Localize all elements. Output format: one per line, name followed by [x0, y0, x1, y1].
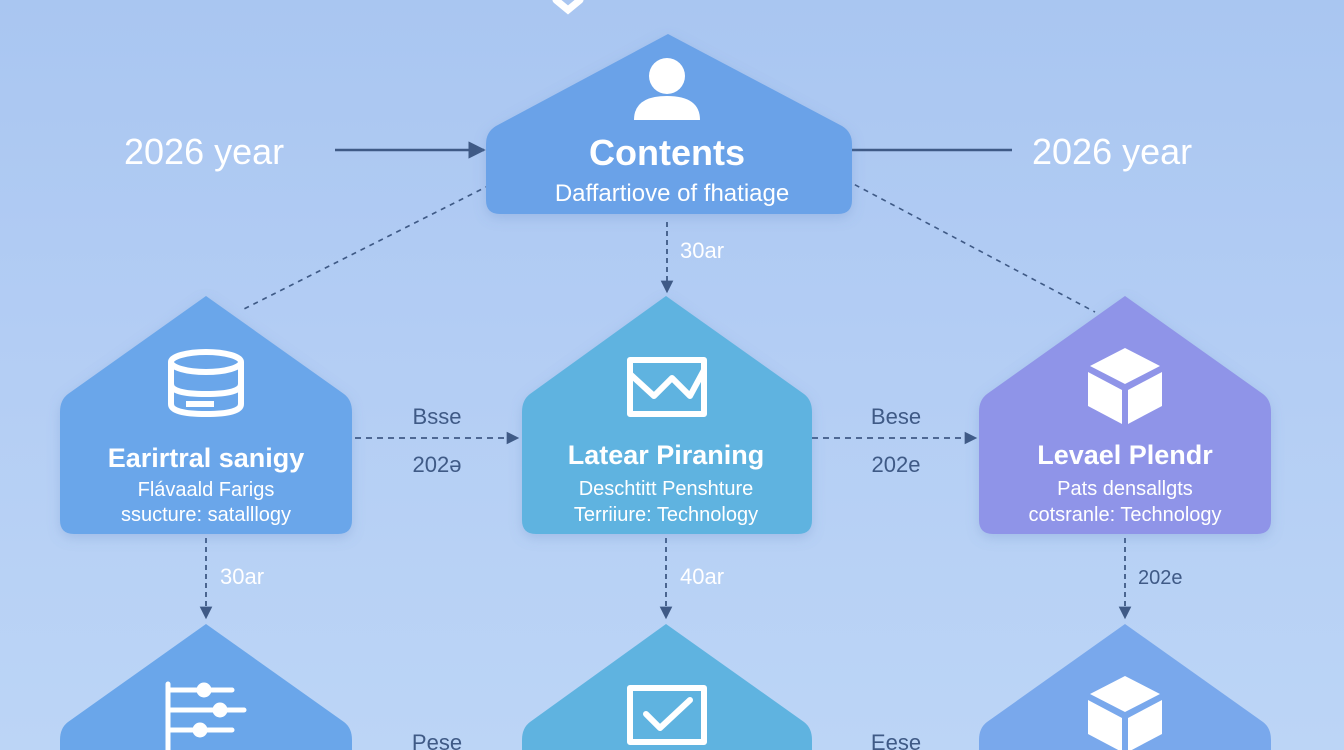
- database-icon: [168, 349, 244, 417]
- edge-label-left-down: 30ar: [220, 564, 264, 589]
- node-left-title: Earirtral sanigy: [108, 443, 305, 473]
- node-right-shape: [979, 296, 1271, 534]
- edge-label-left-center-top: Bsse: [413, 404, 462, 429]
- node-right-title: Levael Plendr: [1037, 440, 1213, 470]
- edge-label-bottom-left: Pese: [412, 730, 462, 750]
- partial-title-glyph: [552, 0, 584, 15]
- node-bottom-right: [979, 624, 1271, 750]
- node-contents-shape: [486, 34, 852, 214]
- connectors: [199, 141, 1132, 620]
- edge-label-right-down: 202e: [1138, 567, 1183, 589]
- mail-icon: [627, 357, 707, 417]
- check-box-icon: [627, 685, 707, 745]
- edge-label-center-right-bottom: 202e: [872, 452, 921, 477]
- dashed-contents-to-right: [845, 179, 1096, 313]
- edge-label-left-center-bottom: 202ə: [413, 452, 462, 477]
- year-label-left: 2026 year: [124, 131, 284, 172]
- node-left-line2: ssucture: satalllogy: [121, 504, 291, 526]
- node-bottom-left: [60, 624, 352, 750]
- box-icon: [1088, 676, 1162, 750]
- node-right: Levael Plendr Pats densallgts cotsranle:…: [979, 296, 1271, 534]
- node-bottom-center: [522, 624, 812, 750]
- edge-label-bottom-right: Eese: [871, 730, 921, 750]
- node-contents: Contents Daffartiove of fhatiage: [486, 34, 852, 214]
- node-contents-subtitle: Daffartiove of fhatiage: [555, 180, 789, 207]
- node-center-title: Latear Piraning: [568, 440, 765, 470]
- node-right-line2: cotsranle: Technology: [1028, 504, 1221, 526]
- node-left-line1: Flávaald Farigs: [138, 479, 275, 501]
- node-center-line2: Terriiure: Technology: [574, 504, 758, 526]
- year-label-right: 2026 year: [1032, 131, 1192, 172]
- node-left: Earirtral sanigy Flávaald Farigs ssuctur…: [60, 296, 352, 534]
- node-contents-title: Contents: [589, 132, 745, 173]
- edge-label-contents-center: 30ar: [680, 238, 724, 263]
- dashed-contents-to-left: [241, 184, 491, 311]
- node-right-line1: Pats densallgts: [1057, 478, 1193, 500]
- node-center: Latear Piraning Deschtitt Penshture Terr…: [522, 296, 812, 534]
- sliders-icon: [165, 681, 247, 750]
- node-center-line1: Deschtitt Penshture: [579, 478, 754, 500]
- user-icon: [634, 58, 700, 120]
- edge-label-center-right-top: Bese: [871, 404, 921, 429]
- box-icon: [1088, 348, 1162, 424]
- edge-label-center-down: 40ar: [680, 564, 724, 589]
